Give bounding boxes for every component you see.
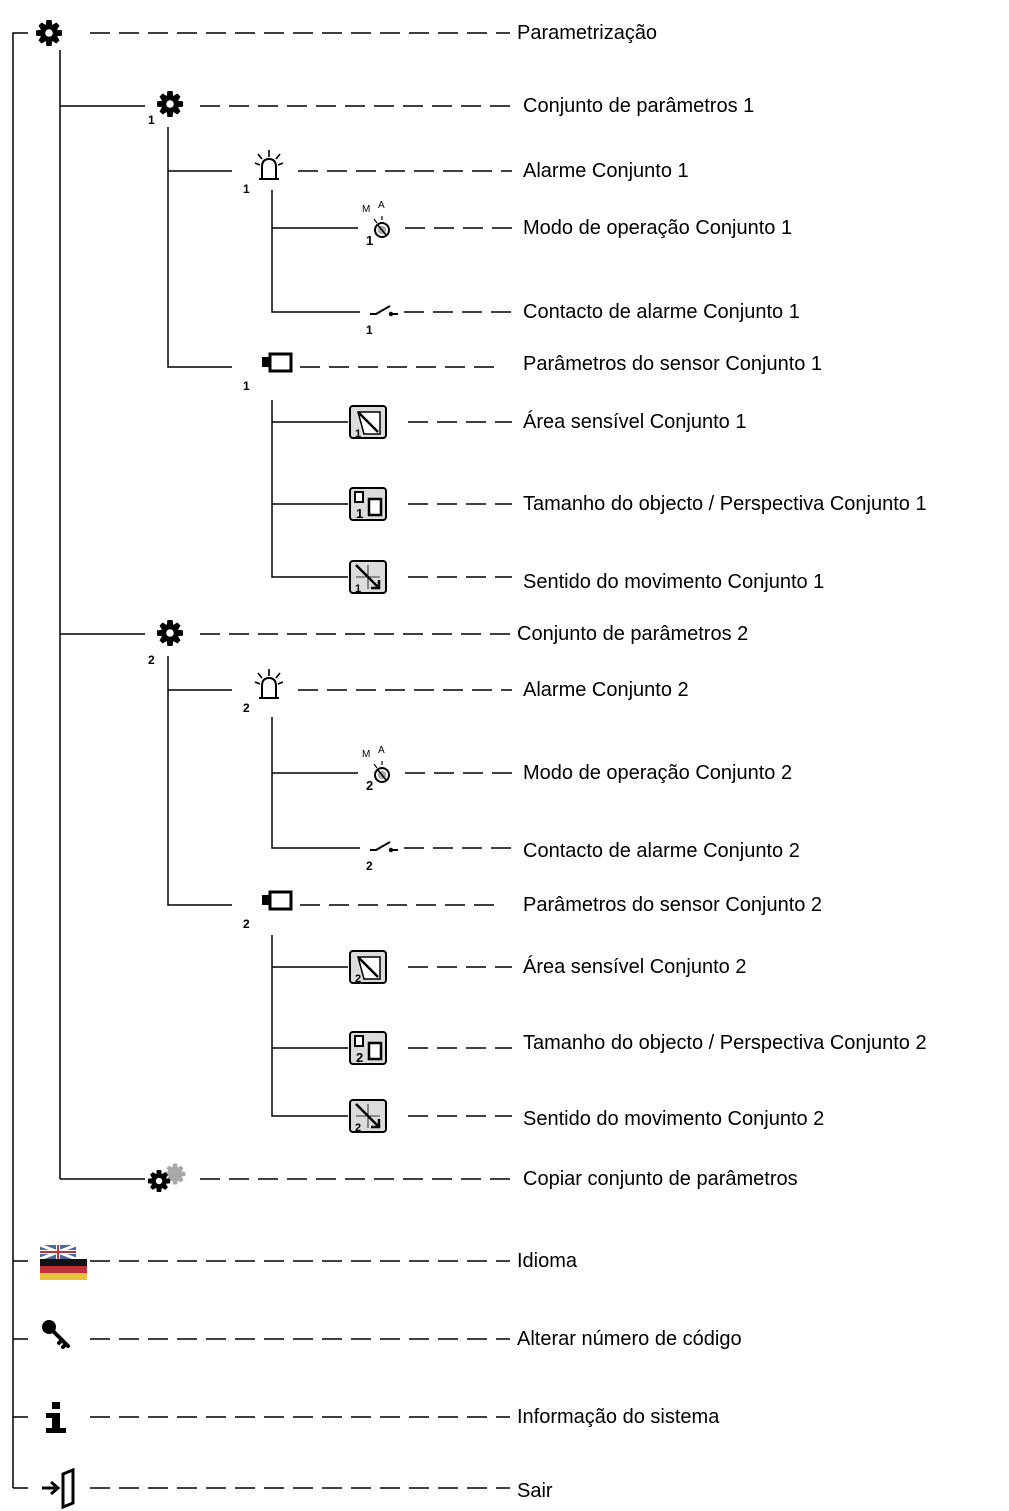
set-index-label: 2 bbox=[366, 778, 373, 793]
set-index-label: 2 bbox=[355, 1122, 361, 1134]
exit-icon[interactable] bbox=[42, 1467, 75, 1510]
set-index-label: 2 bbox=[366, 859, 373, 873]
set-index-label: 1 bbox=[356, 506, 363, 521]
flag-icon[interactable] bbox=[39, 1243, 87, 1280]
set-index-label: 1 bbox=[366, 323, 373, 337]
menu-label-system-info[interactable]: Informação do sistema bbox=[517, 1406, 720, 1428]
set-index-label: 1 bbox=[355, 583, 361, 595]
operation-mode-icon[interactable] bbox=[373, 215, 390, 238]
menu-label-sensor-params-set-1[interactable]: Parâmetros do sensor Conjunto 1 bbox=[523, 353, 823, 375]
menu-label-alarm-set-1[interactable]: Alarme Conjunto 1 bbox=[523, 160, 689, 182]
menu-label-copy-parameter-set[interactable]: Copiar conjunto de parâmetros bbox=[523, 1168, 798, 1190]
menu-label-alarm-set-2[interactable]: Alarme Conjunto 2 bbox=[523, 679, 689, 701]
alarm-contact-switch-icon[interactable] bbox=[369, 841, 399, 854]
menu-label-change-code[interactable]: Alterar número de código bbox=[517, 1328, 742, 1350]
camera-icon[interactable] bbox=[260, 890, 293, 911]
menu-label-motion-direction-set-1[interactable]: Sentido do movimento Conjunto 1 bbox=[523, 571, 825, 593]
copy-gear-icon[interactable] bbox=[147, 1163, 186, 1193]
alarm-beacon-icon[interactable] bbox=[254, 668, 284, 699]
set-index-label: 2 bbox=[243, 917, 250, 931]
mode-m-label: M bbox=[362, 749, 370, 760]
menu-label-sensor-params-set-2[interactable]: Parâmetros do sensor Conjunto 2 bbox=[523, 894, 823, 916]
alarm-contact-switch-icon[interactable] bbox=[369, 305, 399, 318]
set-index-label: 1 bbox=[148, 113, 155, 127]
menu-label-exit[interactable]: Sair bbox=[517, 1480, 553, 1502]
set-index-label: 1 bbox=[366, 233, 373, 248]
gear-icon[interactable] bbox=[36, 20, 62, 46]
menu-label-parametrizacao[interactable]: Parametrização bbox=[517, 22, 658, 44]
menu-label-parameter-set-2[interactable]: Conjunto de parâmetros 2 bbox=[517, 623, 749, 645]
camera-icon[interactable] bbox=[260, 352, 293, 373]
menu-label-language[interactable]: Idioma bbox=[517, 1250, 578, 1272]
menu-label-operation-mode-set-2[interactable]: Modo de operação Conjunto 2 bbox=[523, 762, 793, 784]
set-index-label: 2 bbox=[355, 973, 361, 985]
gear-icon[interactable] bbox=[157, 91, 183, 117]
set-index-label: 2 bbox=[243, 701, 250, 715]
menu-label-operation-mode-set-1[interactable]: Modo de operação Conjunto 1 bbox=[523, 217, 793, 239]
alarm-beacon-icon[interactable] bbox=[254, 149, 284, 180]
mode-a-label: A bbox=[378, 745, 385, 756]
mode-m-label: M bbox=[362, 204, 370, 215]
mode-a-label: A bbox=[378, 200, 385, 211]
tree-connectors bbox=[12, 32, 360, 1489]
menu-label-sensitive-area-set-1[interactable]: Área sensível Conjunto 1 bbox=[523, 411, 747, 433]
gear-icon[interactable] bbox=[157, 620, 183, 646]
menu-label-object-size-set-2[interactable]: Tamanho do objecto / Perspectiva Conjunt… bbox=[523, 1032, 927, 1054]
set-index-label: 1 bbox=[243, 182, 250, 196]
set-index-label: 1 bbox=[355, 428, 361, 440]
menu-label-sensitive-area-set-2[interactable]: Área sensível Conjunto 2 bbox=[523, 956, 747, 978]
operation-mode-icon[interactable] bbox=[373, 760, 390, 783]
key-icon[interactable] bbox=[42, 1320, 70, 1349]
menu-label-parameter-set-1[interactable]: Conjunto de parâmetros 1 bbox=[523, 95, 755, 117]
menu-label-object-size-set-1[interactable]: Tamanho do objecto / Perspectiva Conjunt… bbox=[523, 493, 927, 515]
set-index-label: 1 bbox=[243, 379, 250, 393]
info-icon[interactable] bbox=[46, 1402, 66, 1433]
dashed-leaders bbox=[90, 32, 512, 1489]
menu-label-alarm-contact-set-1[interactable]: Contacto de alarme Conjunto 1 bbox=[523, 301, 800, 323]
menu-label-alarm-contact-set-2[interactable]: Contacto de alarme Conjunto 2 bbox=[523, 840, 800, 862]
set-index-label: 2 bbox=[356, 1050, 363, 1065]
set-index-label: 2 bbox=[148, 653, 155, 667]
menu-label-motion-direction-set-2[interactable]: Sentido do movimento Conjunto 2 bbox=[523, 1108, 825, 1130]
